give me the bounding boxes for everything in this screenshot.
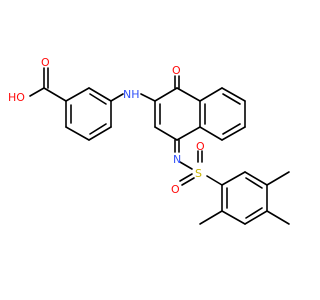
sulfur-label: S xyxy=(195,167,202,180)
n-s-bond xyxy=(179,161,193,170)
sulfonyl-oxygen-left-label: O xyxy=(171,183,180,196)
nh-naph-bond xyxy=(140,93,156,102)
s-aryl-bond xyxy=(206,175,223,186)
molecule-structure: HO O NH O N S O O xyxy=(8,56,290,225)
ring-nh-bond xyxy=(110,93,124,102)
carboxyl-group xyxy=(29,67,67,102)
benzo-ring xyxy=(199,87,246,141)
acid-oxygen-label: O xyxy=(41,56,50,69)
sulfonyl-oxygen-top-label: O xyxy=(196,140,205,153)
ketone-oxygen-label: O xyxy=(172,64,181,77)
trimethylphenyl-ring xyxy=(221,171,268,225)
structure-canvas: HO O NH O N S O O xyxy=(8,56,290,225)
imine-nitrogen-label: N xyxy=(173,153,181,166)
amine-label: NH xyxy=(123,88,140,101)
ketone-bond xyxy=(174,75,180,89)
imine-bond xyxy=(174,139,180,153)
methyl-groups xyxy=(199,171,290,225)
hydroxyl-label: HO xyxy=(8,91,25,104)
benzoic-ring xyxy=(65,87,112,141)
quinone-ring xyxy=(154,87,201,141)
sulfonyl-oxygen-bonds xyxy=(179,150,203,186)
